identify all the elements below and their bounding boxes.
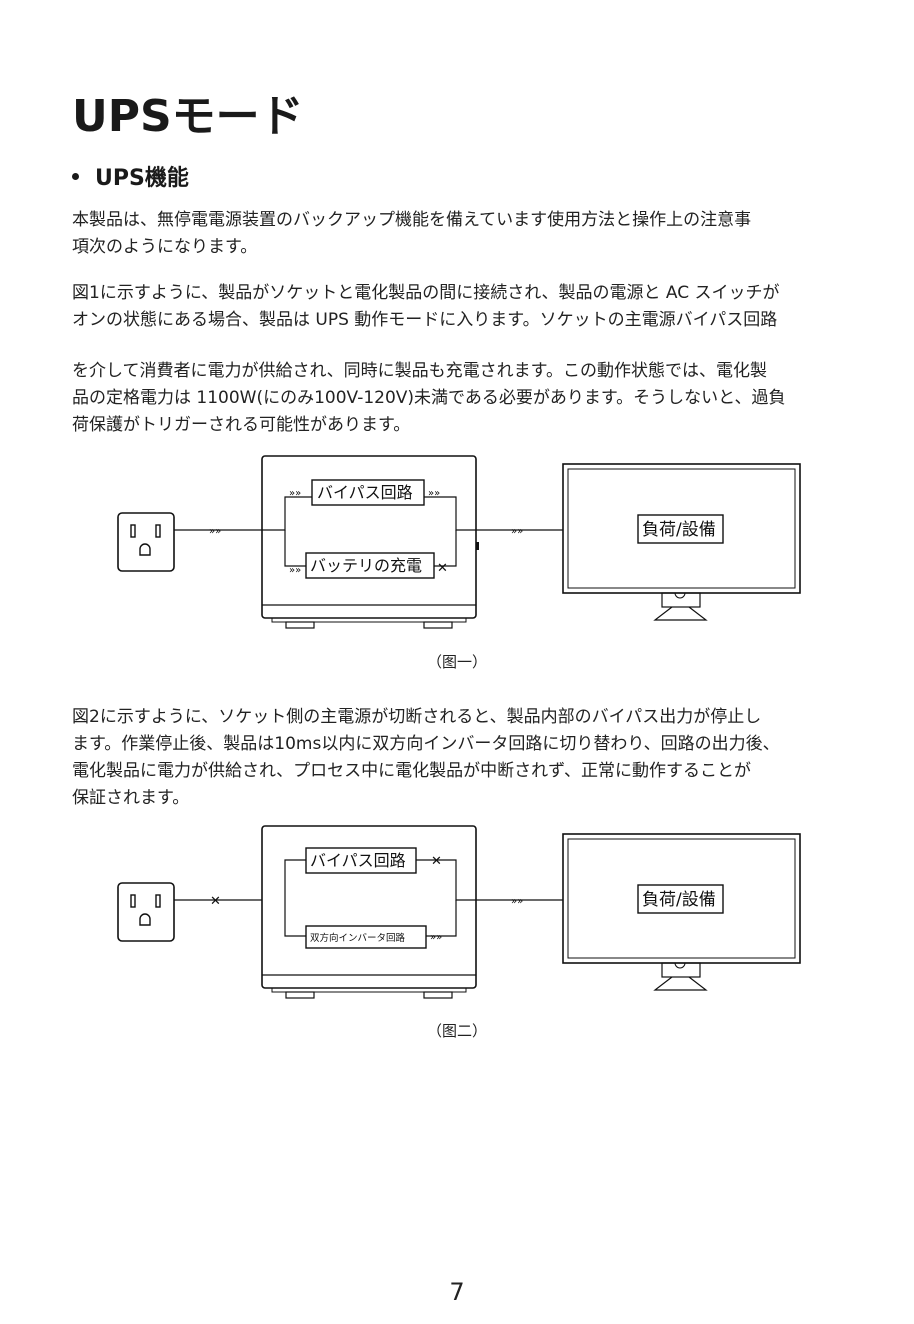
page-number: 7 — [449, 1278, 465, 1306]
chevron-flow-icon: »» — [430, 932, 442, 943]
bullet-icon — [72, 172, 79, 180]
load-device-label: 負荷/設備 — [642, 890, 716, 910]
cross-mark-icon: ✕ — [437, 561, 448, 576]
inverter-circuit-label: 双方向インバータ回路 — [310, 932, 406, 944]
figure-2-caption: （图二） — [426, 1022, 487, 1040]
text-line: 項次のようになります。 — [72, 237, 258, 257]
paragraph-figure1-desc: 図1に示すように、製品がソケットと電化製品の間に接続され、製品の電源と AC ス… — [72, 280, 852, 334]
chevron-flow-icon: »» — [511, 526, 523, 537]
figure-1-caption: （图一） — [426, 653, 487, 671]
battery-charge-label: バッテリの充電 — [310, 556, 422, 575]
paragraph-figure2-desc: 図2に示すように、ソケット側の主電源が切断されると、製品内部のバイパス出力が停止… — [72, 704, 852, 812]
page-title: UPSモード — [72, 91, 304, 142]
cross-mark-icon: ✕ — [431, 854, 442, 869]
chevron-flow-icon: »» — [209, 526, 221, 537]
text-line: 荷保護がトリガーされる可能性があります。 — [72, 415, 411, 435]
chevron-flow-icon: »» — [289, 565, 301, 576]
chevron-flow-icon: »» — [511, 896, 523, 907]
paragraph-figure1-detail: を介して消費者に電力が供給され、同時に製品も充電されます。この動作状態では、電化… — [72, 358, 852, 439]
load-device-label: 負荷/設備 — [642, 520, 716, 540]
text-line: 電化製品に電力が供給され、プロセス中に電化製品が中断されず、正常に動作することが — [72, 761, 751, 781]
figure-2: ✕ ✕ »» バイパス回路 双方向インバータ回路 »» 負荷/設備 — [0, 820, 914, 1010]
section-title: UPS機能 — [95, 166, 189, 191]
text-line: を介して消費者に電力が供給され、同時に製品も充電されます。この動作状態では、電化… — [72, 361, 767, 381]
text-line: 図2に示すように、ソケット側の主電源が切断されると、製品内部のバイパス出力が停止… — [72, 707, 762, 727]
bypass-circuit-label: バイパス回路 — [310, 851, 406, 870]
section-heading: UPS機能 — [72, 160, 189, 192]
chevron-flow-icon: »» — [289, 488, 301, 499]
text-line: 本製品は、無停電電源装置のバックアップ機能を備えています使用方法と操作上の注意事 — [72, 210, 752, 230]
chevron-flow-icon: »» — [428, 488, 440, 499]
cross-mark-icon: ✕ — [210, 894, 221, 909]
outlet-icon — [117, 882, 175, 942]
text-line: ます。作業停止後、製品は10ms以内に双方向インバータ回路に切り替わり、回路の出… — [72, 734, 780, 754]
text-line: オンの状態にある場合、製品は UPS 動作モードに入ります。ソケットの主電源バイ… — [72, 310, 778, 330]
text-line: 図1に示すように、製品がソケットと電化製品の間に接続され、製品の電源と AC ス… — [72, 283, 780, 303]
outlet-icon — [117, 512, 175, 572]
text-line: 保証されます。 — [72, 788, 190, 808]
paragraph-intro: 本製品は、無停電電源装置のバックアップ機能を備えています使用方法と操作上の注意事… — [72, 207, 852, 261]
figure-1: »» »» »» »» ✕ バイパス回路 バッテリの充電 »» — [0, 450, 914, 640]
text-line: 品の定格電力は 1100W(にのみ100V-120V)未満である必要があります。… — [72, 388, 786, 408]
bypass-circuit-label: バイパス回路 — [317, 483, 413, 502]
